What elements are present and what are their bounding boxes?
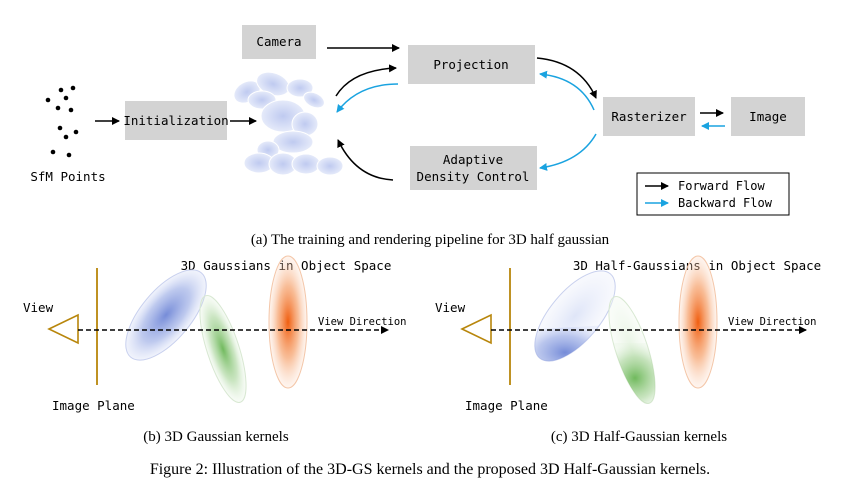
camera-box <box>242 25 316 59</box>
sfm-points-icon <box>45 85 79 158</box>
initialization-label: Initialization <box>123 113 228 128</box>
panel-c-view-direction-label: View Direction <box>728 316 817 328</box>
panel-c-image-plane-label: Image Plane <box>465 398 548 413</box>
adaptive-density-control-box <box>410 146 537 190</box>
legend: Forward Flow Backward Flow <box>636 172 790 216</box>
arrow-gaussians-projection <box>335 64 397 97</box>
camera-frustum-icon <box>47 313 79 345</box>
gaussian-orange-kernel <box>268 255 308 389</box>
adaptive-label-line2: Density Control <box>417 169 530 184</box>
arrow-rasterizer-projection-backward <box>539 70 595 111</box>
image-label: Image <box>749 109 787 124</box>
arrow-projection-gaussians-backward <box>336 83 399 113</box>
legend-forward-label: Forward Flow <box>678 179 765 193</box>
caption-b: (b) 3D Gaussian kernels <box>143 429 289 445</box>
figure-caption: Figure 2: Illustration of the 3D-GS kern… <box>150 461 710 478</box>
camera-frustum-icon <box>460 313 492 345</box>
image-box <box>731 97 805 136</box>
gaussian-cluster-icon <box>233 71 344 176</box>
initialization-box <box>125 101 227 140</box>
arrow-projection-rasterizer <box>536 57 597 99</box>
camera-label: Camera <box>256 34 301 49</box>
rasterizer-box <box>603 97 695 136</box>
caption-a: (a) The training and rendering pipeline … <box>251 232 610 248</box>
panel-b-view-direction-label: View Direction <box>318 316 407 328</box>
gaussian-green-kernel <box>199 295 247 403</box>
adaptive-label-line1: Adaptive <box>443 152 503 167</box>
half-gaussian-green-kernel <box>600 296 665 409</box>
arrow-adaptive-gaussians <box>337 139 394 181</box>
projection-label: Projection <box>433 57 508 72</box>
panel-b-view-label: View <box>23 300 54 315</box>
panel-c: 3D Half-Gaussians in Object Space View I… <box>435 255 821 445</box>
pipeline-panel: SfM Points Initialization Camera Project… <box>30 25 805 248</box>
rasterizer-label: Rasterizer <box>611 109 687 124</box>
sfm-points-label: SfM Points <box>30 169 105 184</box>
panel-c-view-label: View <box>435 300 466 315</box>
gaussian-blue-kernel <box>125 269 207 361</box>
arrow-rasterizer-adaptive-backward <box>539 133 597 171</box>
panel-b: 3D Gaussians in Object Space View Image … <box>23 255 407 445</box>
projection-box <box>408 45 535 84</box>
caption-c: (c) 3D Half-Gaussian kernels <box>551 429 727 445</box>
panel-b-image-plane-label: Image Plane <box>52 398 135 413</box>
legend-backward-label: Backward Flow <box>678 196 773 210</box>
half-gaussian-orange-kernel <box>678 255 718 389</box>
